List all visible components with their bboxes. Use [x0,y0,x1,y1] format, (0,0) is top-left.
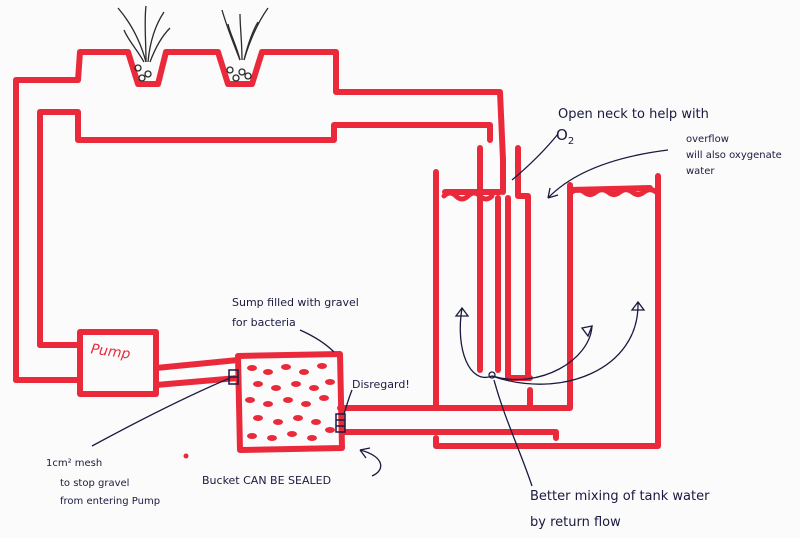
plant-icon [117,5,171,82]
overflow-label-line3: water [686,166,715,177]
tank-right-wall [553,173,661,449]
pump-to-sump-lower [153,375,241,388]
mesh-marker [228,369,239,385]
disregard-marker [335,413,346,433]
red-plumbing [13,49,661,453]
annotation-lines [91,133,669,487]
bucket-label: Bucket CAN BE SEALED [202,474,331,487]
oxygen-subscript: 2 [568,136,574,147]
sump-to-tank-lower [339,429,559,441]
tank-right [527,182,573,411]
gravel-dots [183,363,335,459]
oxygen-symbol: O [556,126,568,144]
mixing-label-line1: Better mixing of tank water [530,489,710,504]
pump-label: Pump [90,341,132,362]
sump-label-line2: for bacteria [232,316,296,329]
standpipe-c [505,195,533,381]
grow-bed-outer [13,49,506,383]
water-surface-left [441,190,495,202]
open-neck-label-line2: O2 [556,126,574,147]
tank-bottom-return [433,435,559,449]
mesh-label-line1: 1cm² mesh [46,458,102,469]
pump-to-sump-upper [153,357,241,371]
grow-bed-inner [37,109,493,348]
mesh-label-line3: from entering Pump [60,496,160,507]
pump-box [77,329,159,397]
plant-icon [221,7,269,82]
water-surface-right [569,187,659,197]
overflow-label-line1: overflow [686,134,729,145]
mesh-label-line2: to stop gravel [60,478,129,489]
overflow-label-line2: will also oxygenate [686,150,782,161]
tank-left-bottom [433,387,533,411]
standpipe-d [515,145,531,381]
sump-label-line1: Sump filled with gravel [232,296,359,309]
mixing-label-line2: by return flow [530,515,621,530]
disregard-label: Disregard! [352,378,410,391]
open-neck-label-line1: Open neck to help with [558,107,709,122]
sump-box [235,351,345,453]
